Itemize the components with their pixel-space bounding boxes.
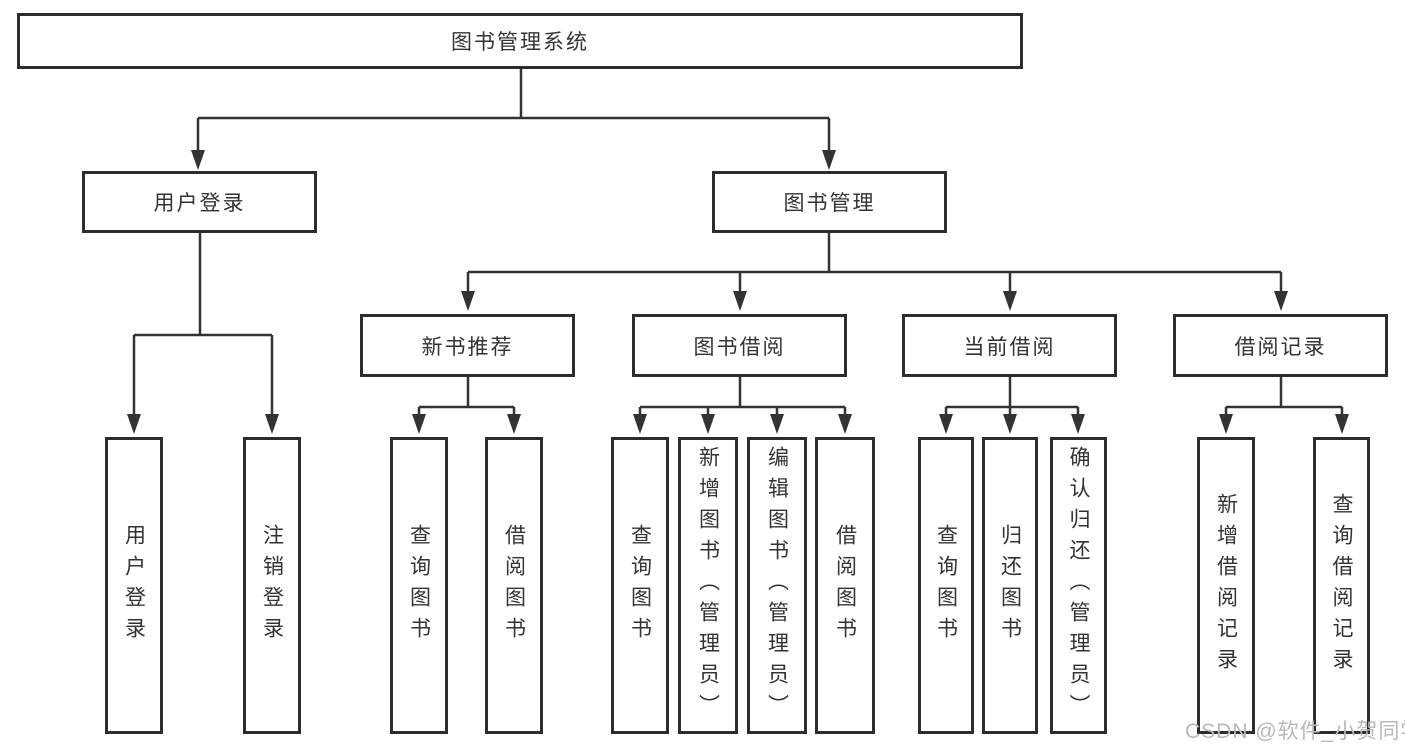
node-book-borrowing: 图书借阅 (632, 314, 847, 377)
edge-book-management-children (461, 233, 1288, 311)
leaf-query-borrow-record: 查询借阅记录 (1313, 437, 1370, 734)
node-current-borrowing-label: 当前借阅 (963, 335, 1056, 359)
node-book-borrowing-label: 图书借阅 (693, 335, 786, 359)
leaf-borrow-books-borrowing: 借阅图书 (815, 437, 875, 734)
leaf-add-borrow-record: 新增借阅记录 (1197, 437, 1255, 734)
leaf-borrow-books-recommend-label: 借阅图书 (502, 523, 526, 648)
leaf-query-books-recommend: 查询图书 (390, 437, 448, 734)
leaf-query-borrow-record-label: 查询借阅记录 (1330, 492, 1353, 679)
node-book-management-label: 图书管理 (783, 192, 876, 215)
edge-root-to-level2 (191, 69, 836, 170)
leaf-return-books: 归还图书 (982, 437, 1038, 734)
leaf-edit-books-admin: 编辑图书（管理员） (747, 437, 807, 734)
edge-borrowing-records-children (1219, 377, 1349, 434)
leaf-add-books-admin: 新增图书（管理员） (678, 437, 738, 734)
leaf-add-borrow-record-label: 新增借阅记录 (1214, 492, 1238, 679)
leaf-query-books-borrowing: 查询图书 (611, 437, 669, 734)
leaf-borrow-books-borrowing-label: 借阅图书 (833, 523, 857, 648)
leaf-logout-label: 注销登录 (260, 523, 284, 648)
arrowhead-icon (1071, 414, 1085, 434)
leaf-borrow-books-recommend: 借阅图书 (485, 437, 543, 734)
arrowhead-icon (412, 414, 426, 434)
edge-book-borrowing-children (633, 377, 852, 434)
node-user-login-label: 用户登录 (153, 192, 246, 215)
arrowhead-icon (461, 291, 475, 311)
arrowhead-icon (701, 414, 715, 434)
leaf-query-books-current-label: 查询图书 (934, 523, 958, 648)
node-root-label: 图书管理系统 (451, 31, 589, 54)
arrowhead-icon (770, 414, 784, 434)
leaf-confirm-return-admin-label: 确认归还（管理员） (1067, 446, 1090, 725)
csdn-watermark: CSDN @软件_小贺同学 (1185, 720, 1405, 743)
edge-user-login-children (127, 233, 279, 434)
arrowhead-icon (127, 414, 141, 434)
leaf-edit-books-admin-label: 编辑图书（管理员） (765, 446, 789, 725)
arrowhead-icon (822, 150, 836, 170)
node-new-book-recommend-label: 新书推荐 (421, 335, 514, 359)
leaf-query-books-borrowing-label: 查询图书 (628, 523, 652, 648)
node-borrowing-records-label: 借阅记录 (1234, 335, 1327, 359)
leaf-user-login: 用户登录 (105, 437, 163, 734)
edge-new-book-recommend-children (412, 377, 521, 434)
node-user-login: 用户登录 (82, 171, 317, 233)
leaf-return-books-label: 归还图书 (998, 523, 1022, 648)
leaf-logout: 注销登录 (243, 437, 301, 734)
arrowhead-icon (838, 414, 852, 434)
leaf-user-login-label: 用户登录 (122, 523, 146, 648)
node-new-book-recommend: 新书推荐 (360, 314, 575, 377)
arrowhead-icon (1003, 414, 1017, 434)
arrowhead-icon (1274, 291, 1288, 311)
node-root: 图书管理系统 (17, 13, 1023, 69)
arrowhead-icon (633, 414, 647, 434)
node-current-borrowing: 当前借阅 (902, 314, 1117, 377)
arrowhead-icon (733, 291, 747, 311)
edge-current-borrowing-children (939, 377, 1085, 434)
node-book-management: 图书管理 (712, 171, 947, 233)
arrowhead-icon (939, 414, 953, 434)
arrowhead-icon (1219, 414, 1233, 434)
leaf-add-books-admin-label: 新增图书（管理员） (696, 446, 720, 725)
arrowhead-icon (191, 150, 205, 170)
arrowhead-icon (1003, 291, 1017, 311)
arrowhead-icon (1335, 414, 1349, 434)
arrowhead-icon (507, 414, 521, 434)
leaf-confirm-return-admin: 确认归还（管理员） (1050, 437, 1107, 734)
node-borrowing-records: 借阅记录 (1173, 314, 1388, 377)
arrowhead-icon (265, 414, 279, 434)
leaf-query-books-recommend-label: 查询图书 (407, 523, 431, 648)
leaf-query-books-current: 查询图书 (918, 437, 974, 734)
